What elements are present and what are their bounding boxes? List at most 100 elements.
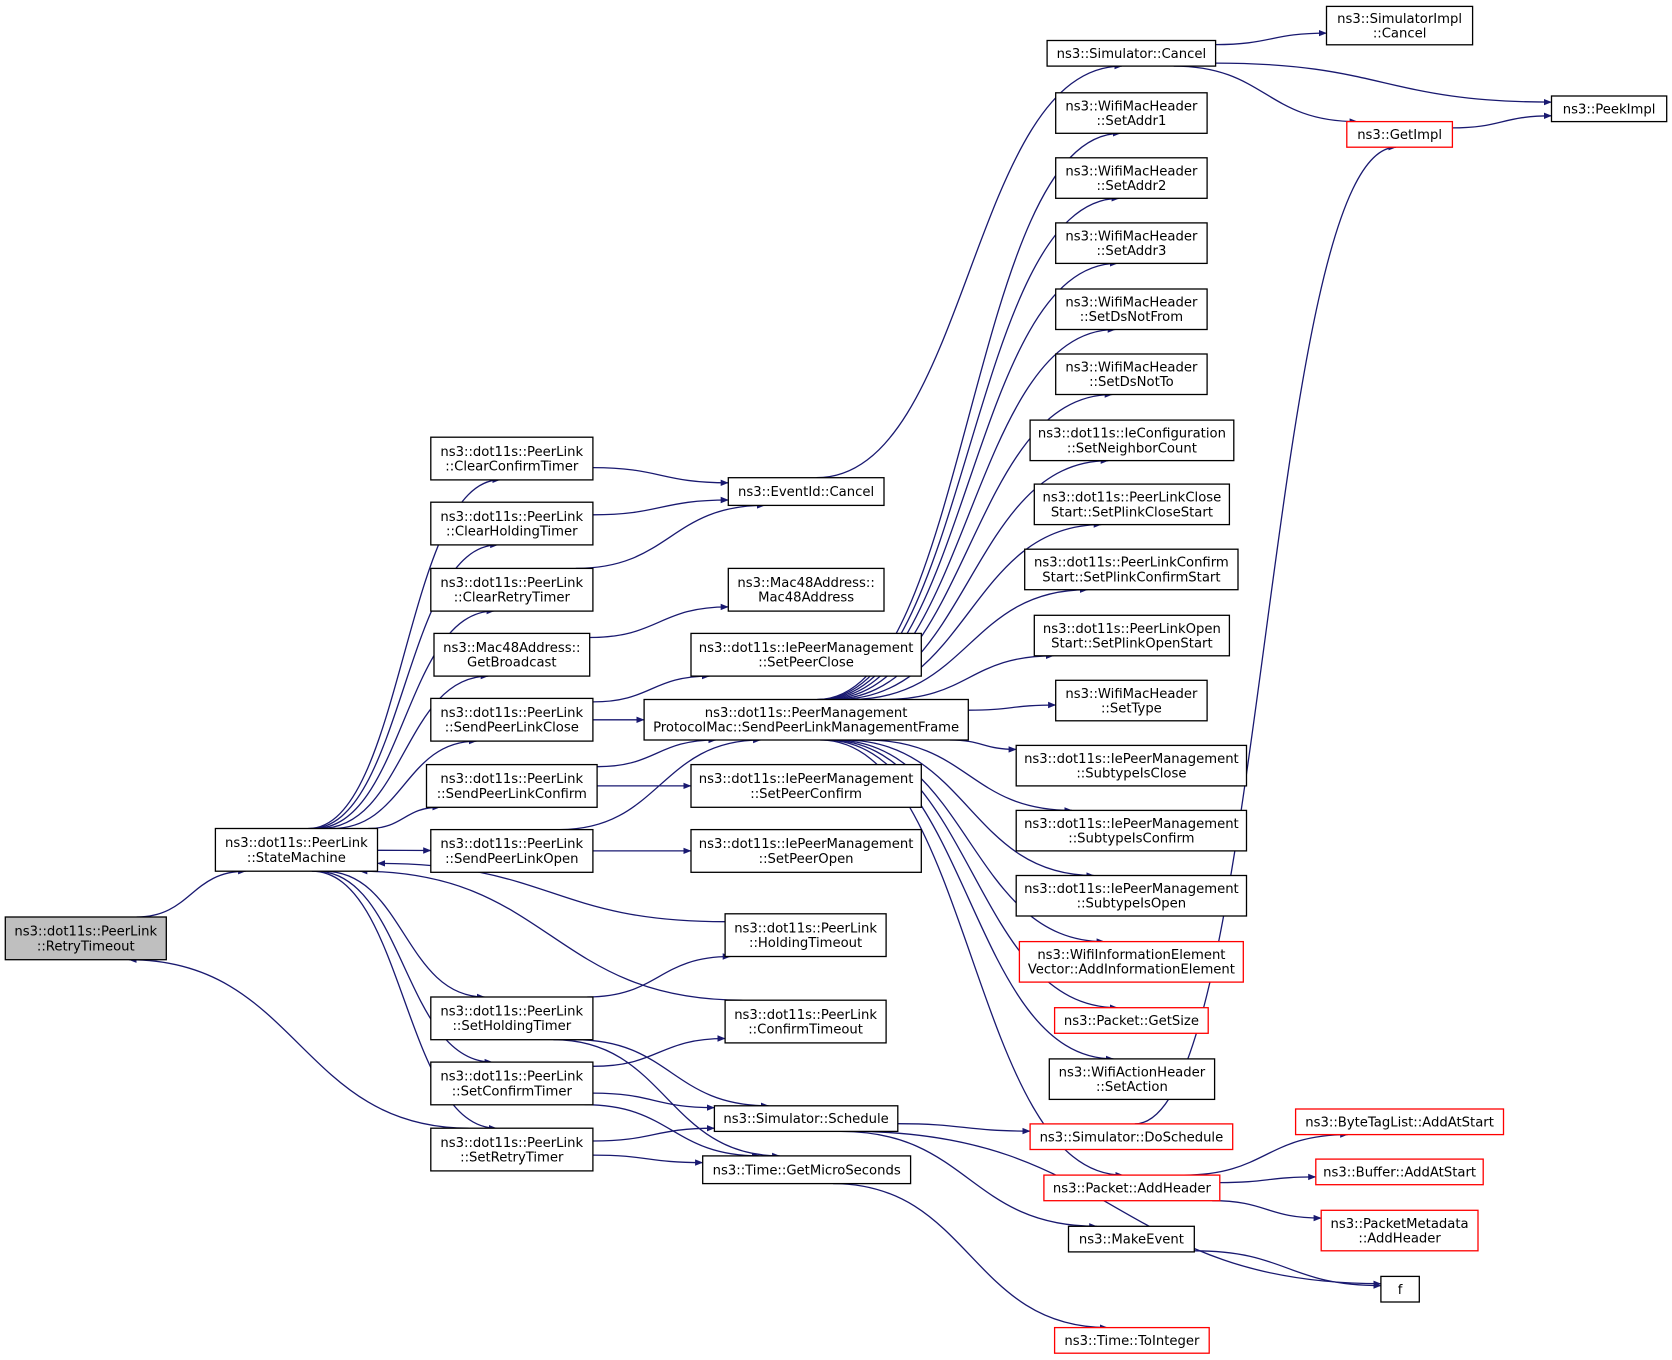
edge-line (584, 1104, 760, 1160)
edge-set_confirm_timer-to-time_get_micro (584, 1104, 760, 1160)
node-retry-timeout[interactable]: ns3::dot11s::PeerLink::RetryTimeout (4, 916, 167, 961)
node-label-line: ns3::dot11s::PeerLink (440, 576, 583, 591)
node-send-confirm[interactable]: ns3::dot11s::PeerLink::SendPeerLinkConfi… (425, 763, 598, 808)
node-sim-impl-cancel[interactable]: ns3::SimulatorImpl::Cancel (1325, 5, 1474, 46)
node-label-line: ::SetPeerOpen (759, 852, 854, 867)
node-set-neighbor-count[interactable]: ns3::dot11s::IeConfiguration::SetNeighbo… (1029, 419, 1235, 462)
node-label-line: ::SetNeighborCount (1067, 441, 1197, 456)
node-clear-holding-timer[interactable]: ns3::dot11s::PeerLink::ClearHoldingTimer (430, 501, 594, 546)
node-get-broadcast[interactable]: ns3::Mac48Address::GetBroadcast (433, 632, 591, 677)
node-packet-add-header[interactable]: ns3::Packet::AddHeader (1043, 1174, 1221, 1202)
node-label-line: ns3::dot11s::PeerLink (440, 837, 583, 852)
edge-line (949, 739, 1017, 753)
edge-line (592, 1154, 704, 1166)
node-box (690, 763, 922, 808)
node-set-addr2[interactable]: ns3::WifiMacHeader::SetAddr2 (1055, 157, 1208, 199)
node-packet-get-size[interactable]: ns3::Packet::GetSize (1053, 1007, 1209, 1034)
node-box (1018, 940, 1244, 983)
node-send-mgmt-frame[interactable]: ns3::dot11s::PeerManagementProtocolMac::… (643, 698, 969, 741)
node-subtype-is-close[interactable]: ns3::dot11s::IePeerManagement::SubtypeIs… (1015, 744, 1248, 787)
node-sim-do-schedule[interactable]: ns3::Simulator::DoSchedule (1029, 1123, 1234, 1151)
edge-line (592, 496, 729, 516)
node-pkt-meta-add[interactable]: ns3::PacketMetadata::AddHeader (1320, 1209, 1479, 1252)
edge-packet_add_header-to-bytetag_add (1183, 1131, 1349, 1176)
node-set-type[interactable]: ns3::WifiMacHeader::SetType (1055, 679, 1208, 722)
node-box (713, 1105, 899, 1133)
node-set-confirm-timer[interactable]: ns3::dot11s::PeerLink::SetConfirmTimer (430, 1061, 594, 1106)
node-clear-retry-timer[interactable]: ns3::dot11s::PeerLink::ClearRetryTimer (430, 567, 594, 612)
node-set-action[interactable]: ns3::WifiActionHeader::SetAction (1048, 1058, 1216, 1101)
node-label-line: Start::SetPlinkConfirmStart (1042, 570, 1220, 585)
node-label-line: ::ClearRetryTimer (454, 591, 571, 606)
node-box (1550, 95, 1668, 123)
node-send-close[interactable]: ns3::dot11s::PeerLink::SendPeerLinkClose (430, 697, 594, 742)
node-box (1055, 222, 1208, 265)
node-set-retry-timer[interactable]: ns3::dot11s::PeerLink::SetRetryTimer (430, 1127, 594, 1172)
node-clear-confirm-timer[interactable]: ns3::dot11s::PeerLink::ClearConfirmTimer (430, 436, 594, 481)
node-buffer-add[interactable]: ns3::Buffer::AddAtStart (1315, 1158, 1484, 1186)
edge-line (968, 701, 1057, 711)
node-get-impl[interactable]: ns3::GetImpl (1346, 120, 1454, 148)
node-set-ds-not-to[interactable]: ns3::WifiMacHeader::SetDsNotTo (1055, 353, 1208, 396)
edge-line (589, 603, 729, 639)
node-label-line: ::SetHoldingTimer (452, 1019, 571, 1034)
node-box (430, 828, 594, 873)
node-set-peer-open[interactable]: ns3::dot11s::IePeerManagement::SetPeerOp… (690, 828, 922, 873)
edge-set_holding_timer-to-sim_schedule (574, 1039, 769, 1109)
node-box (1015, 874, 1248, 917)
node-box (430, 436, 594, 481)
node-confirm-timeout[interactable]: ns3::dot11s::PeerLink::ConfirmTimeout (724, 999, 887, 1044)
node-time-get-micro[interactable]: ns3::Time::GetMicroSeconds (702, 1155, 912, 1185)
node-label-line: Start::SetPlinkCloseStart (1051, 505, 1213, 520)
node-label-line: ::ClearHoldingTimer (446, 525, 578, 540)
edge-send_mgmt_frame-to-set_action (824, 739, 1114, 1063)
node-set-peer-close[interactable]: ns3::dot11s::IePeerManagement::SetPeerCl… (690, 632, 922, 677)
node-sim-cancel[interactable]: ns3::Simulator::Cancel (1046, 39, 1217, 67)
edge-retry_timeout-to-state_machine (136, 868, 247, 918)
node-label-line: ns3::Mac48Address:: (443, 641, 580, 656)
node-subtype-is-confirm[interactable]: ns3::dot11s::IePeerManagement::SubtypeIs… (1015, 809, 1248, 852)
edge-sim_schedule-to-make_event (840, 1130, 1098, 1230)
node-label-line: ::RetryTimeout (37, 939, 135, 954)
node-box (430, 1127, 594, 1172)
node-label-line: ns3::dot11s::IePeerManagement (699, 772, 914, 787)
edge-make_event-to-f (1194, 1250, 1382, 1289)
node-box (1043, 1174, 1221, 1202)
node-set-addr1[interactable]: ns3::WifiMacHeader::SetAddr1 (1055, 92, 1208, 134)
node-bytetag-add[interactable]: ns3::ByteTagList::AddAtStart (1294, 1108, 1505, 1136)
node-sim-schedule[interactable]: ns3::Simulator::Schedule (713, 1105, 899, 1133)
edge-line (840, 1130, 1098, 1230)
edge-packet_add_header-to-pkt_meta_add (1212, 1200, 1322, 1222)
edge-state_machine-to-clear_retry_timer (314, 607, 495, 830)
node-set-holding-timer[interactable]: ns3::dot11s::PeerLink::SetHoldingTimer (430, 996, 594, 1041)
node-add-info-element[interactable]: ns3::WifiInformationElementVector::AddIn… (1018, 940, 1244, 983)
node-state-machine[interactable]: ns3::dot11s::PeerLink::StateMachine (214, 827, 379, 872)
node-label-line: ::SetDsNotTo (1089, 375, 1174, 390)
edge-line (128, 956, 469, 1129)
node-label-line: ns3::Time::ToInteger (1064, 1334, 1200, 1349)
node-set-plink-open-start[interactable]: ns3::dot11s::PeerLinkOpenStart::SetPlink… (1033, 614, 1231, 657)
edge-state_machine-to-clear_holding_timer (310, 541, 499, 830)
node-time-to-integer[interactable]: ns3::Time::ToInteger (1053, 1326, 1210, 1354)
node-eventid-cancel[interactable]: ns3::EventId::Cancel (727, 477, 885, 507)
node-set-addr3[interactable]: ns3::WifiMacHeader::SetAddr3 (1055, 222, 1208, 265)
node-peek-impl[interactable]: ns3::PeekImpl (1550, 95, 1668, 123)
node-set-ds-not-from[interactable]: ns3::WifiMacHeader::SetDsNotFrom (1055, 288, 1208, 331)
node-label-line: ns3::Time::GetMicroSeconds (713, 1163, 901, 1178)
node-mac48-ctor[interactable]: ns3::Mac48Address::Mac48Address (727, 567, 885, 612)
edge-line (850, 1130, 1382, 1287)
node-box (1046, 39, 1217, 67)
edge-sim_cancel-to-sim_impl_cancel (1215, 29, 1327, 46)
edge-line (331, 737, 477, 830)
node-f[interactable]: f (1380, 1275, 1420, 1303)
node-set-plink-confirm-start[interactable]: ns3::dot11s::PeerLinkConfirmStart::SetPl… (1024, 548, 1239, 591)
node-make-event[interactable]: ns3::MakeEvent (1067, 1225, 1195, 1253)
node-label-line: ns3::PacketMetadata (1331, 1217, 1469, 1232)
edge-set_confirm_timer-to-sim_schedule (592, 1092, 715, 1111)
node-set-peer-confirm[interactable]: ns3::dot11s::IePeerManagement::SetPeerCo… (690, 763, 922, 808)
node-set-plink-close-start[interactable]: ns3::dot11s::PeerLinkCloseStart::SetPlin… (1033, 483, 1231, 526)
node-send-open[interactable]: ns3::dot11s::PeerLink::SendPeerLinkOpen (430, 828, 594, 873)
node-subtype-is-open[interactable]: ns3::dot11s::IePeerManagement::SubtypeIs… (1015, 874, 1248, 917)
node-holding-timeout[interactable]: ns3::dot11s::PeerLink::HoldingTimeout (724, 913, 887, 958)
